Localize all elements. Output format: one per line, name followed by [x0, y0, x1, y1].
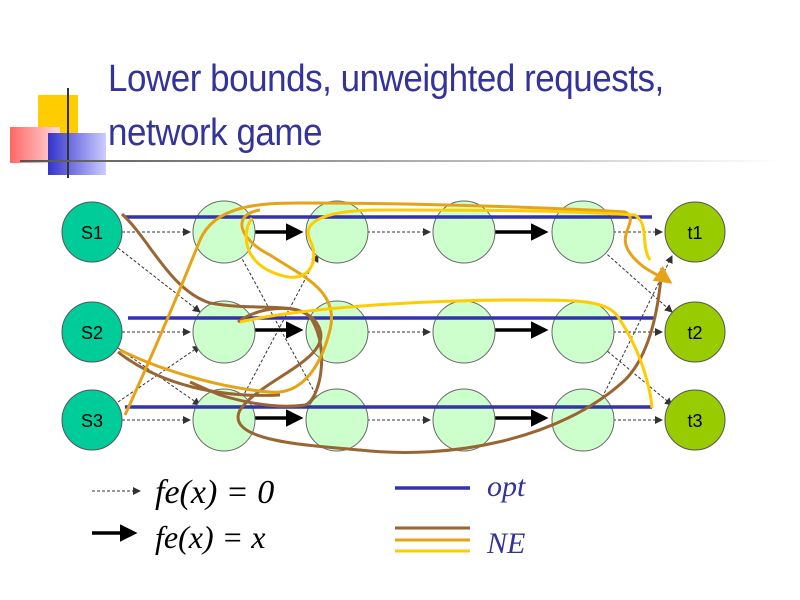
ne-path-orange-2 [119, 208, 334, 394]
sink-label-t3: t3 [687, 411, 702, 431]
source-node-s1 [61, 201, 123, 263]
inner-node [192, 388, 256, 452]
title-line-2: network game [108, 112, 323, 154]
edge-dashed [239, 254, 321, 403]
edge-dashed [117, 347, 201, 406]
opt-paths [125, 215, 655, 409]
source-nodes [61, 201, 123, 451]
sink-label-t1: t1 [687, 223, 702, 243]
edge-dashed [117, 247, 201, 313]
sink-node-t2 [664, 301, 726, 363]
ne-path-brown [120, 212, 324, 408]
inner-node [432, 388, 496, 452]
legend-ne-label: NE [486, 527, 525, 560]
sink-label-t2: t2 [687, 323, 702, 343]
ne-path-orange [123, 201, 673, 416]
legend-dashed-eq: fe(x) = 0 [155, 474, 274, 511]
ne-path-brown-2 [236, 267, 664, 454]
inner-node [432, 300, 496, 364]
inner-nodes [192, 200, 615, 452]
source-node-s2 [61, 301, 123, 363]
source-label-s3: S3 [81, 411, 103, 431]
ne-paths [117, 201, 673, 454]
source-label-s2: S2 [81, 323, 103, 343]
decor-vertical-line [67, 88, 69, 178]
title-line-1: Lower bounds, unweighted requests, [108, 58, 664, 100]
decor-blue-square [48, 133, 106, 175]
sink-nodes [664, 201, 726, 451]
source-node-s3 [61, 389, 123, 451]
inner-node [305, 388, 369, 452]
inner-node [192, 300, 256, 364]
bold-edges [255, 223, 549, 427]
ne-path-yellow-2 [244, 208, 652, 279]
inner-node [551, 300, 615, 364]
inner-node [551, 388, 615, 452]
edge-dashed [117, 345, 201, 403]
title-underline [20, 160, 780, 162]
legend-opt-label: opt [487, 470, 526, 503]
legend: fe(x) = 0 fe(x) = x opt NE [92, 470, 526, 560]
source-label-s1: S1 [81, 223, 103, 243]
sink-node-t3 [664, 389, 726, 451]
ne-path-yellow [239, 298, 654, 409]
legend-solid-eq: fe(x) = x [155, 519, 265, 555]
sink-node-t1 [664, 201, 726, 263]
edge-dashed [599, 344, 673, 406]
edge-dashed [599, 247, 673, 313]
ne-path-brown-3 [117, 350, 281, 397]
edge-dashed [239, 254, 319, 403]
slide-title: Lower bounds, unweighted requests, netwo… [108, 52, 778, 160]
